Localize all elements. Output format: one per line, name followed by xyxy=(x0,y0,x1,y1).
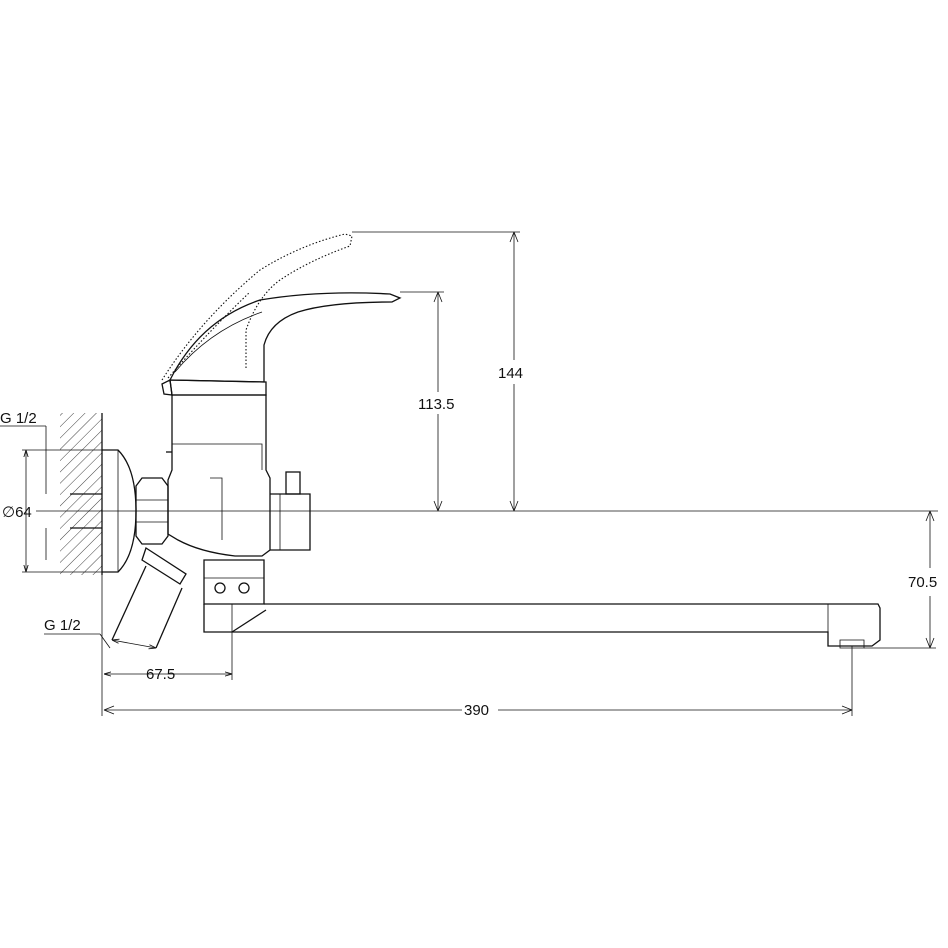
inlet-pipe xyxy=(70,493,102,529)
label-flange-diameter: ∅64 xyxy=(2,504,32,521)
dim-flange xyxy=(0,425,102,573)
label-lever-raised-height: 144 xyxy=(498,365,523,382)
dim-lower-inlet xyxy=(44,575,233,716)
mixer-body xyxy=(166,394,271,557)
dim-total-length xyxy=(103,646,853,716)
dim-lever-height xyxy=(400,291,444,512)
lever-raised-outline xyxy=(161,233,353,381)
label-spout-drop: 70.5 xyxy=(908,574,937,591)
spout xyxy=(203,603,881,649)
dim-spout-drop xyxy=(864,510,936,649)
dim-lever-raised xyxy=(352,231,520,512)
lever-handle xyxy=(168,292,402,383)
label-offset-width: 67.5 xyxy=(146,666,175,683)
label-lever-height: 113.5 xyxy=(418,396,454,413)
label-thread-bottom: G 1/2 xyxy=(44,617,81,634)
lower-inlet xyxy=(111,546,187,649)
hex-nut xyxy=(135,477,169,545)
spout-swivel xyxy=(203,559,265,605)
diverter-knob xyxy=(270,471,311,551)
label-thread-top: G 1/2 xyxy=(0,410,37,427)
label-total-length: 390 xyxy=(464,702,489,719)
